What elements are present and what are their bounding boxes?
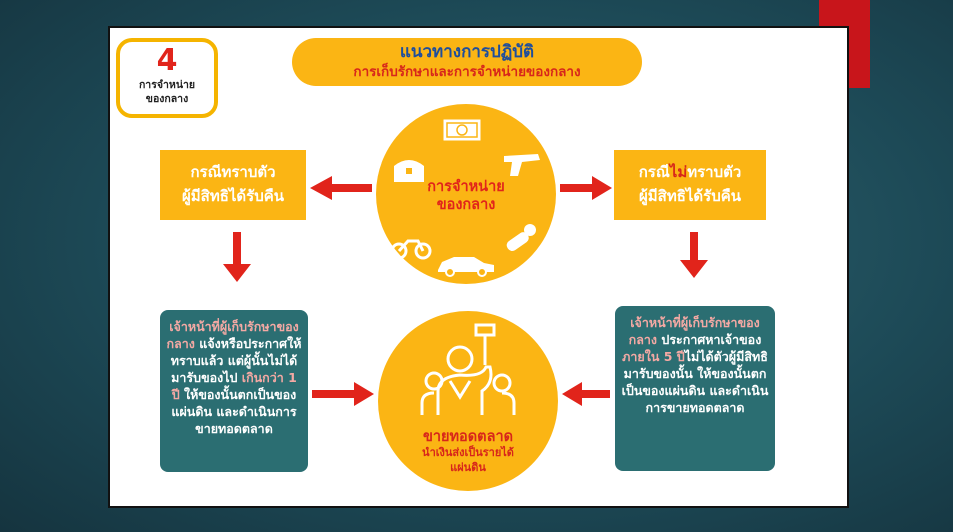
slide-panel: 4 การจำหน่าย ของกลาง แนวทางการปฏิบัติ กา…: [108, 26, 849, 508]
car-icon: [438, 257, 494, 277]
known-detail-highlight2: เกินกว่า 1 ปี: [171, 370, 297, 402]
unknown-detail-text1: ประกาศหาเจ้าของ: [657, 332, 762, 347]
auction-circle: ขายทอดตลาด นำเงินส่งเป็นรายได้ แผ่นดิน: [378, 311, 558, 491]
title-banner: แนวทางการปฏิบัติ การเก็บรักษาและการจำหน่…: [292, 38, 642, 86]
flow-arrows: [223, 176, 708, 406]
arrow-to-right-case: [560, 176, 612, 200]
case-unknown-prefix: กรณี: [638, 163, 670, 181]
money-icon: [443, 119, 481, 141]
motorcycle-icon: [390, 239, 432, 260]
auction-sublabel: นำเงินส่งเป็นรายได้ แผ่นดิน: [378, 445, 558, 475]
gun-icon: [504, 154, 540, 176]
section-label-1: การจำหน่าย: [138, 79, 196, 91]
case-unknown-line2: ผู้มีสิทธิได้รับคืน: [638, 187, 742, 205]
pills-icon: [506, 224, 536, 252]
case-known-line2: ผู้มีสิทธิได้รับคืน: [181, 187, 285, 205]
auctioneer-icon: [420, 323, 516, 415]
case-known-line1: กรณีทราบตัว: [190, 163, 276, 181]
arrow-left-to-auction: [312, 382, 374, 406]
case-unknown-suffix: ทราบตัว: [687, 163, 742, 181]
title-line1: แนวทางการปฏิบัติ: [399, 42, 535, 62]
section-badge: 4 การจำหน่าย ของกลาง: [116, 38, 218, 118]
section-label-2: ของกลาง: [145, 93, 189, 105]
disposal-label-1: การจำหน่าย: [427, 179, 505, 195]
unknown-detail-text2: ไม่ได้ตัวผู้มีสิทธิมารับของนั้น ให้ของนั…: [621, 349, 769, 415]
unknown-detail-highlight1: เจ้าหน้าที่ผู้เก็บรักษาของกลาง: [628, 315, 760, 347]
title-line2: การเก็บรักษาและการจำหน่ายของกลาง: [353, 64, 581, 80]
treasure-chest-icon: [394, 160, 424, 182]
case-unknown-line1: กรณีไม่ทราบตัว: [614, 160, 766, 184]
case-unknown-highlight: ไม่: [669, 163, 688, 181]
disposal-circle: การจำหน่าย ของกลาง: [376, 104, 556, 284]
disposal-label-2: ของกลาง: [436, 197, 496, 213]
arrow-to-left-case: [310, 176, 372, 200]
unknown-detail-highlight2: ภายใน 5 ปี: [622, 349, 685, 364]
known-detail-text2: ให้ของนั้นตกเป็นของแผ่นดิน และดำเนินการข…: [171, 387, 297, 436]
known-detail-text1: แจ้งหรือประกาศให้ทราบแล้ว แต่ผู้นั้นไม่ไ…: [170, 336, 302, 385]
auction-sublabel-2: แผ่นดิน: [450, 461, 486, 474]
case-unknown-box: กรณีไม่ทราบตัว ผู้มีสิทธิได้รับคืน: [614, 150, 766, 220]
section-number: 4: [156, 43, 178, 78]
case-known-box: กรณีทราบตัว ผู้มีสิทธิได้รับคืน: [160, 150, 306, 220]
known-detail-highlight1: เจ้าหน้าที่ผู้เก็บรักษาของกลาง: [166, 319, 299, 351]
arrow-left-down: [223, 232, 251, 282]
arrow-right-to-auction: [562, 382, 610, 406]
disposal-label: การจำหน่าย ของกลาง: [376, 178, 556, 214]
auction-sublabel-1: นำเงินส่งเป็นรายได้: [422, 446, 514, 459]
auction-label: ขายทอดตลาด: [422, 429, 514, 445]
known-owner-detail: เจ้าหน้าที่ผู้เก็บรักษาของกลาง แจ้งหรือป…: [160, 310, 308, 472]
unknown-owner-detail: เจ้าหน้าที่ผู้เก็บรักษาของกลาง ประกาศหาเ…: [615, 306, 775, 471]
arrow-right-down: [680, 232, 708, 278]
